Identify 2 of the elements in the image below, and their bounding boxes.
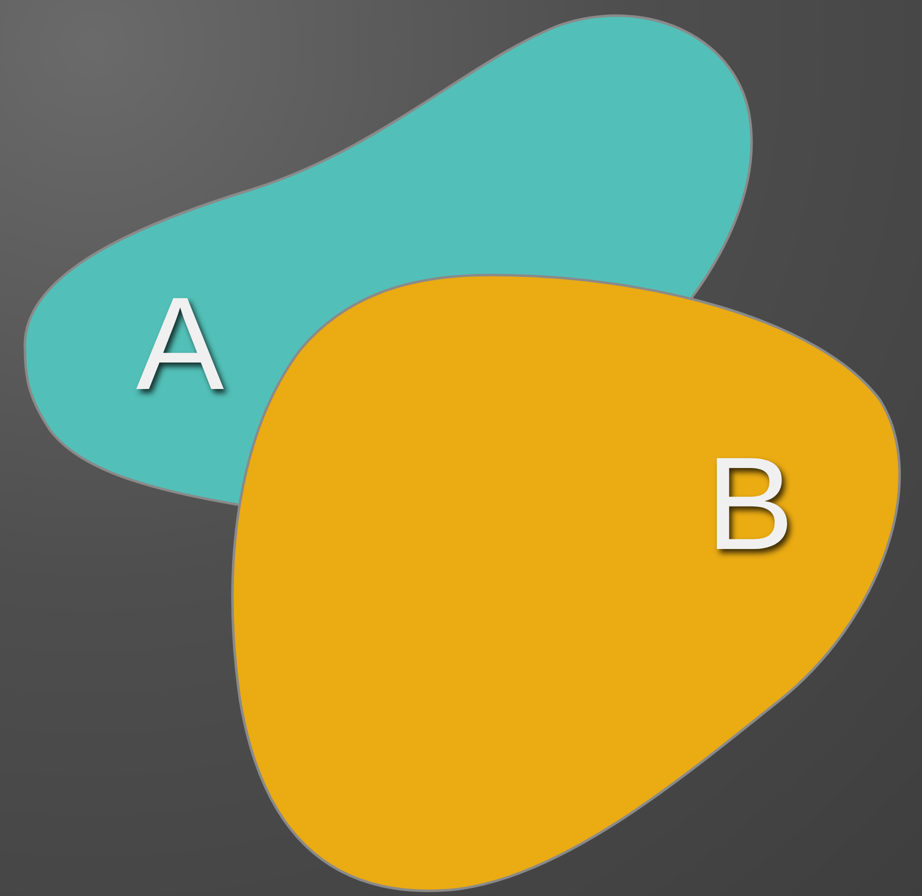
- shape-label: A: [136, 278, 224, 410]
- shape-label: B: [706, 438, 794, 570]
